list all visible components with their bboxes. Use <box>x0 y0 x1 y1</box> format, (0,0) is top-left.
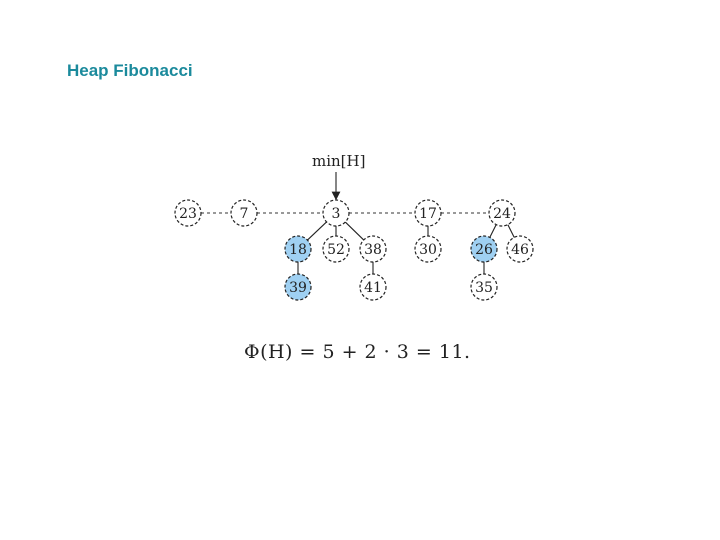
heap-node-35: 35 <box>470 273 498 301</box>
node-key: 23 <box>179 206 197 222</box>
node-circle <box>322 235 350 263</box>
node-key: 41 <box>364 280 382 296</box>
node-circle <box>414 235 442 263</box>
heap-node-24: 24 <box>488 199 516 227</box>
node-circle <box>230 199 258 227</box>
tree-edge <box>344 221 365 241</box>
node-key: 17 <box>419 206 437 222</box>
node-circle <box>174 199 202 227</box>
node-circle <box>470 273 498 301</box>
heap-node-17: 17 <box>414 199 442 227</box>
slide-title: Heap Fibonacci <box>67 61 193 80</box>
tree-edge <box>307 221 327 241</box>
node-key: 52 <box>327 242 345 258</box>
heap-node-46: 46 <box>506 235 534 263</box>
node-key: 3 <box>332 206 341 222</box>
node-key: 30 <box>419 242 437 258</box>
node-key: 46 <box>511 242 529 258</box>
node-key: 18 <box>289 242 307 258</box>
heap-node-18: 18 <box>284 235 312 263</box>
node-key: 35 <box>475 280 493 296</box>
min-pointer-label: min[H] <box>312 152 366 170</box>
node-key: 39 <box>289 280 307 296</box>
node-circle <box>359 273 387 301</box>
node-circle <box>284 273 312 301</box>
node-key: 38 <box>364 242 382 258</box>
potential-formula: Φ(H) = 5 + 2 · 3 = 11. <box>244 341 471 363</box>
node-key: 26 <box>475 242 493 258</box>
node-circle <box>506 235 534 263</box>
heap-node-39: 39 <box>284 273 312 301</box>
node-circle <box>322 199 350 227</box>
node-circle <box>359 235 387 263</box>
heap-node-41: 41 <box>359 273 387 301</box>
node-key: 24 <box>493 206 511 222</box>
node-circle <box>470 235 498 263</box>
node-circle <box>414 199 442 227</box>
node-key: 7 <box>240 206 249 222</box>
tree-edge <box>507 224 515 238</box>
heap-node-26: 26 <box>470 235 498 263</box>
heap-node-23: 23 <box>174 199 202 227</box>
heap-node-38: 38 <box>359 235 387 263</box>
tree-edge <box>489 224 497 238</box>
heap-node-3: 3 <box>322 199 350 227</box>
heap-node-52: 52 <box>322 235 350 263</box>
heap-node-30: 30 <box>414 235 442 263</box>
heap-node-7: 7 <box>230 199 258 227</box>
node-circle <box>488 199 516 227</box>
node-circle <box>284 235 312 263</box>
